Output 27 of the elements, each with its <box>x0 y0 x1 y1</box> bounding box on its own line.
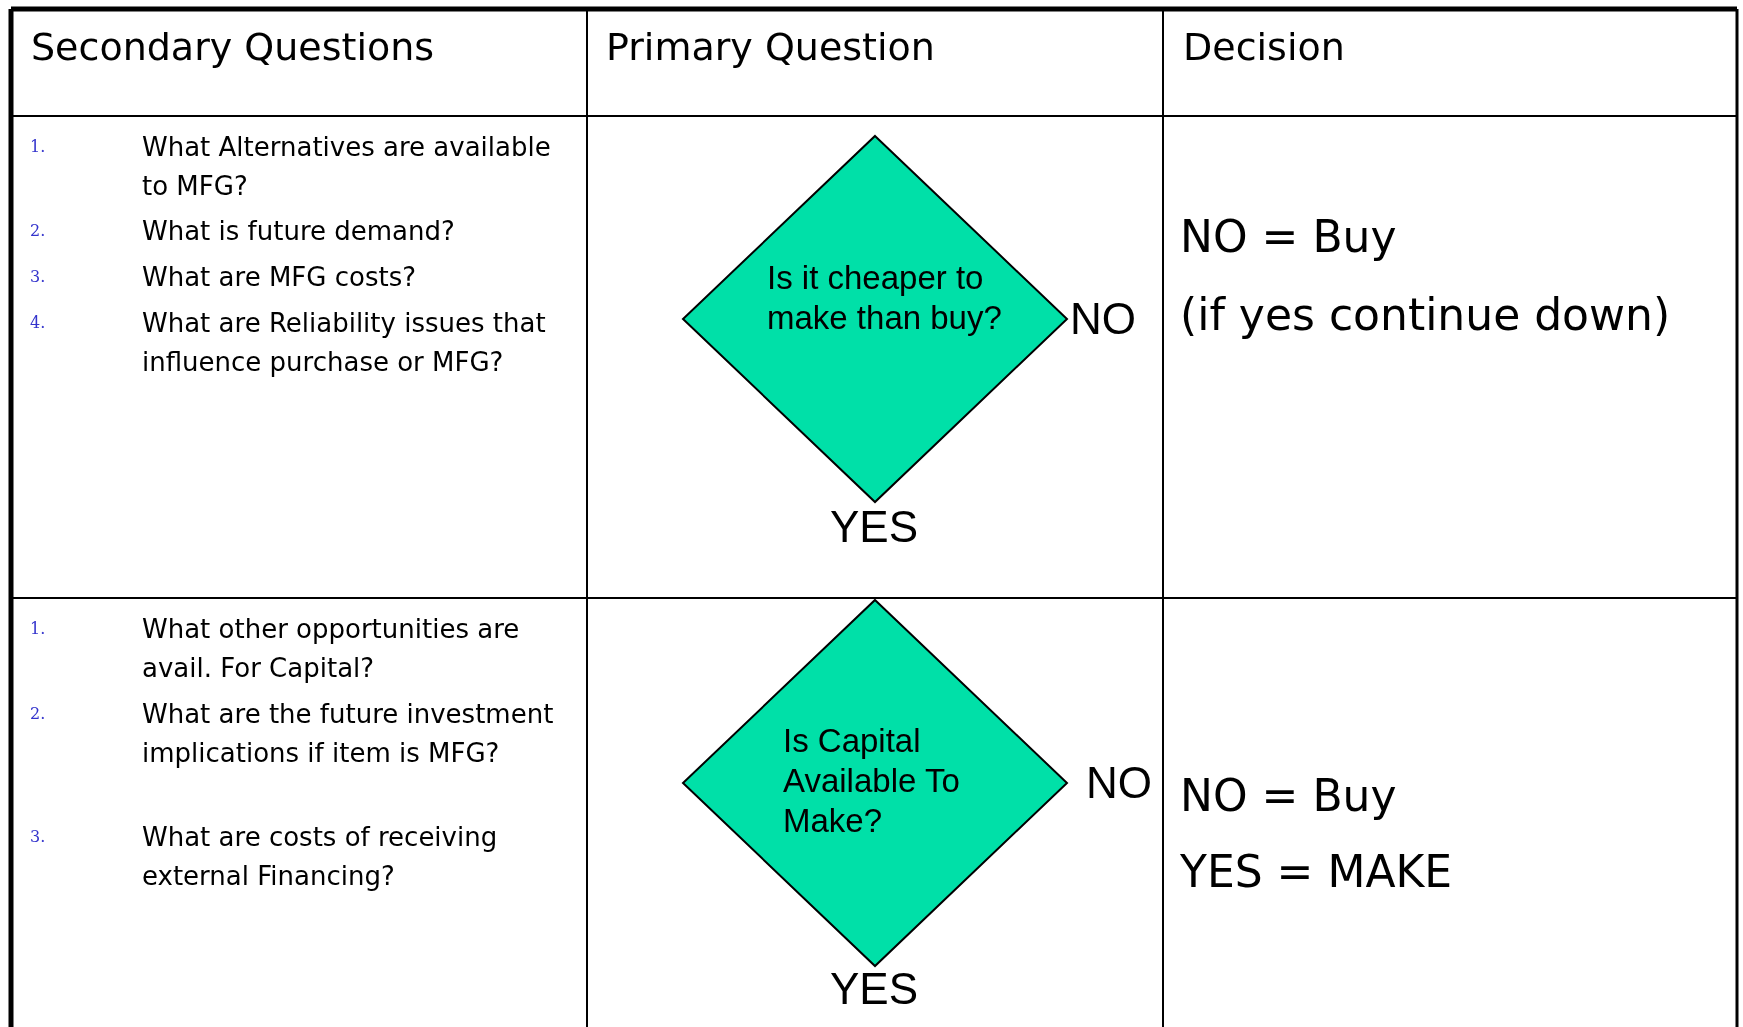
question-text: What is future demand? <box>142 215 456 248</box>
question-text: Is Capital Available To Make? <box>783 721 961 841</box>
question-text: What are Reliability issues that influence purchase or MFG? <box>142 307 547 379</box>
list-number: 2. <box>30 221 46 241</box>
decision-text: NO = Buy <box>1180 212 1397 262</box>
question-text: What are costs of receiving external Financing? <box>142 821 499 893</box>
question-text: What are the future investment implications if item is MFG? <box>142 698 555 770</box>
column-header: Secondary Questions <box>31 25 435 69</box>
question-text: What are MFG costs? <box>142 261 417 294</box>
no-label: NO <box>1086 761 1152 805</box>
question-text: Is it cheaper to make than buy? <box>767 258 1002 338</box>
decision-text: (if yes continue down) <box>1180 290 1671 340</box>
list-number: 2. <box>30 704 46 724</box>
yes-label: YES <box>830 505 919 549</box>
list-number: 3. <box>30 267 46 287</box>
list-number: 1. <box>30 619 46 639</box>
column-header: Primary Question <box>606 25 935 69</box>
decision-text: YES = MAKE <box>1180 847 1453 897</box>
decision-text: NO = Buy <box>1180 771 1397 821</box>
column-header: Decision <box>1183 25 1345 69</box>
question-text: What other opportunities are avail. For Capital? <box>142 613 521 685</box>
list-number: 1. <box>30 137 46 157</box>
list-number: 4. <box>30 313 46 333</box>
yes-label: YES <box>830 967 919 1011</box>
question-text: What Alternatives are available to MFG? <box>142 131 552 203</box>
list-number: 3. <box>30 827 46 847</box>
no-label: NO <box>1070 297 1136 341</box>
